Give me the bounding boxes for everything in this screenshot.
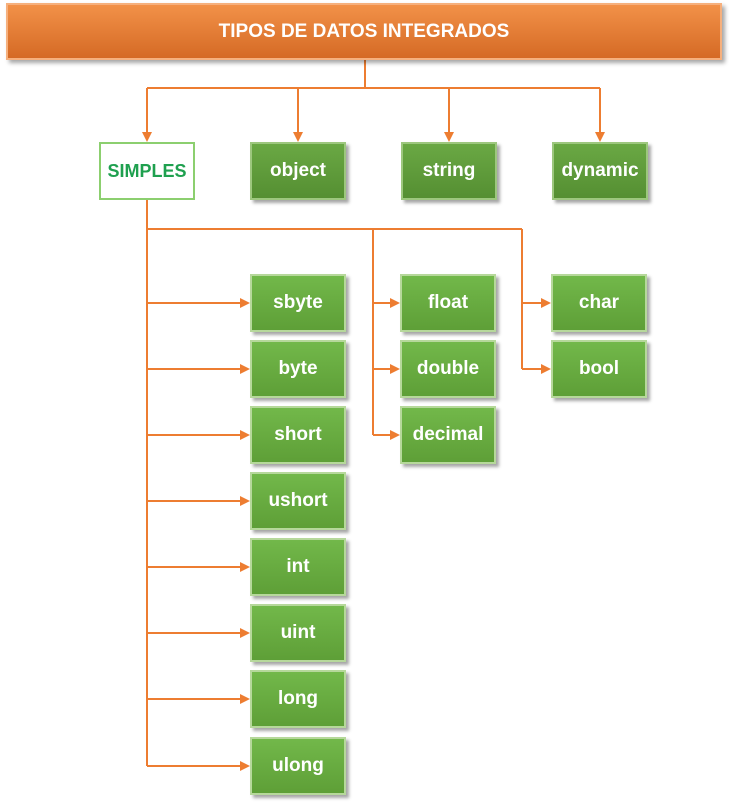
node-bool: bool — [551, 340, 647, 398]
diagram-title: TIPOS DE DATOS INTEGRADOS — [6, 3, 722, 60]
node-int: int — [250, 538, 346, 596]
node-long: long — [250, 670, 346, 728]
node-uint: uint — [250, 604, 346, 662]
node-string: string — [401, 142, 497, 200]
node-short: short — [250, 406, 346, 464]
node-simples: SIMPLES — [99, 142, 195, 200]
node-byte: byte — [250, 340, 346, 398]
node-char: char — [551, 274, 647, 332]
node-dynamic: dynamic — [552, 142, 648, 200]
node-object: object — [250, 142, 346, 200]
node-sbyte: sbyte — [250, 274, 346, 332]
node-ulong: ulong — [250, 737, 346, 795]
node-ushort: ushort — [250, 472, 346, 530]
node-double: double — [400, 340, 496, 398]
node-decimal: decimal — [400, 406, 496, 464]
node-float: float — [400, 274, 496, 332]
